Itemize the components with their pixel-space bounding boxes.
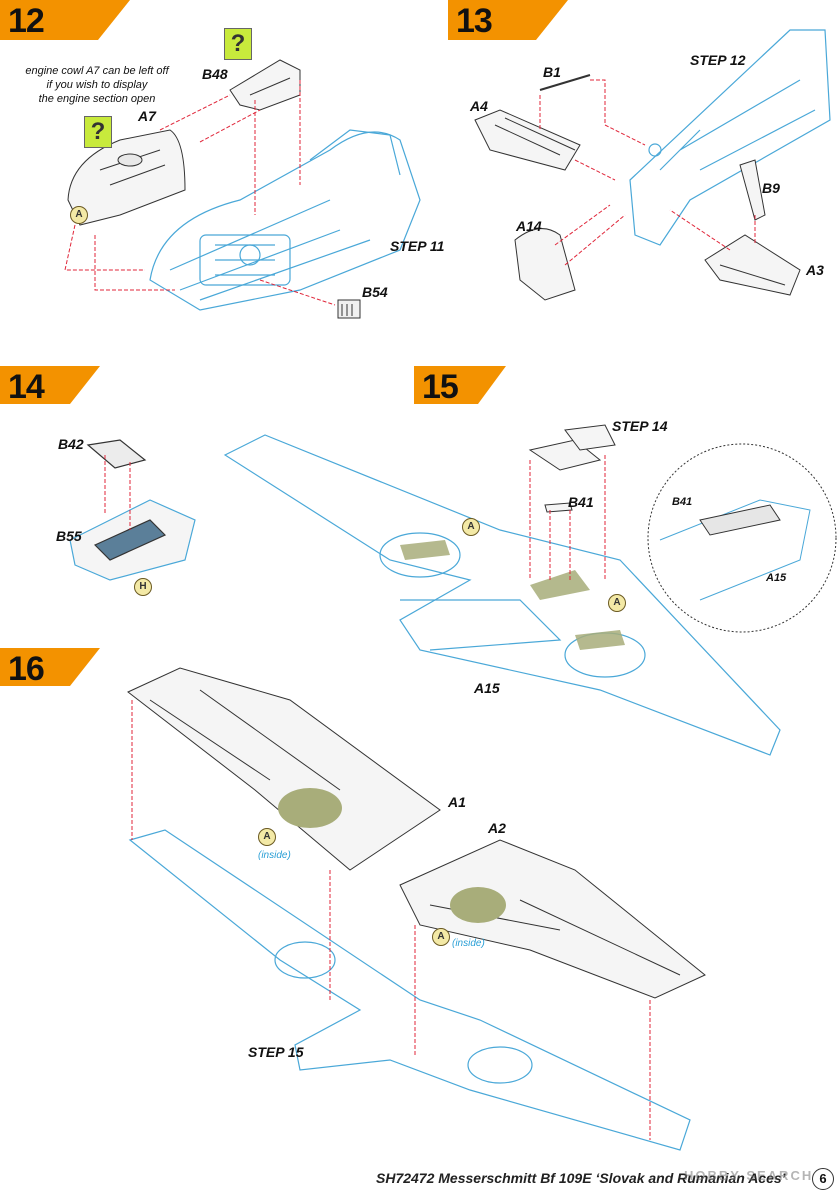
step-number: 14 bbox=[8, 368, 45, 406]
kit-title-footer: SH72472 Messerschmitt Bf 109E ‘Slovak an… bbox=[376, 1170, 786, 1186]
cowl-note: engine cowl A7 can be left off if you wi… bbox=[22, 64, 172, 106]
step-15-flag: 15 bbox=[414, 366, 506, 406]
step-16-flag-shape bbox=[0, 648, 100, 686]
part-label-a4: A4 bbox=[470, 98, 488, 114]
step15-interior-green bbox=[400, 540, 625, 650]
detail-label-a15: A15 bbox=[766, 572, 787, 584]
step16-wing-a1-drawing bbox=[127, 667, 441, 871]
step13-tail-drawing bbox=[629, 29, 831, 246]
step12-cowl-b48-drawing bbox=[229, 59, 301, 111]
part-label-b42: B42 bbox=[58, 436, 84, 452]
inside-note: (inside) bbox=[258, 850, 291, 861]
step-14-flag: 14 bbox=[0, 366, 100, 406]
cowl-note-line: the engine section open bbox=[38, 93, 156, 105]
part-label-a7: A7 bbox=[138, 108, 156, 124]
step-reference: STEP 11 bbox=[390, 238, 445, 254]
step15-inserts bbox=[528, 424, 616, 513]
step15-wing-drawing bbox=[223, 434, 781, 756]
color-callout-badge: H bbox=[134, 578, 152, 596]
step12-cowl-a7-drawing bbox=[67, 129, 186, 226]
part-label-b1: B1 bbox=[543, 64, 561, 80]
step-15-flag-shape bbox=[414, 366, 506, 404]
step-number: 15 bbox=[422, 368, 459, 406]
step-14-flag-shape bbox=[0, 366, 100, 404]
part-label-b41: B41 bbox=[568, 494, 594, 510]
step15-detail-circle bbox=[647, 443, 837, 633]
part-label-a14: A14 bbox=[516, 218, 542, 234]
step-13-flag: 13 bbox=[448, 0, 568, 40]
step16-lower-wing-drawing bbox=[128, 829, 691, 1151]
step12-part-b54-drawing bbox=[337, 299, 361, 319]
color-callout-badge: A bbox=[258, 828, 276, 846]
step14-arrows bbox=[104, 455, 131, 530]
color-callout-badge: A bbox=[432, 928, 450, 946]
cowl-note-line: engine cowl A7 can be left off bbox=[25, 65, 169, 77]
step13-arrows bbox=[539, 79, 756, 266]
step13-elevators bbox=[474, 74, 801, 301]
step16-arrows bbox=[131, 700, 651, 1140]
step-reference: STEP 15 bbox=[248, 1044, 304, 1060]
part-label-a2: A2 bbox=[488, 820, 506, 836]
part-label-a3: A3 bbox=[806, 262, 824, 278]
step-16-flag: 16 bbox=[0, 648, 100, 688]
color-callout-badge: A bbox=[608, 594, 626, 612]
page-number: 6 bbox=[812, 1168, 834, 1190]
step-reference: STEP 14 bbox=[612, 418, 668, 434]
optional-question-icon: ? bbox=[84, 116, 112, 148]
step15-arrows bbox=[529, 455, 606, 580]
part-label-a15: A15 bbox=[474, 680, 500, 696]
part-label-b48: B48 bbox=[202, 66, 228, 82]
watermark: HOBBY SEARCH bbox=[684, 1168, 814, 1183]
color-callout-badge: A bbox=[462, 518, 480, 536]
step-12-flag-shape bbox=[0, 0, 130, 40]
step15-detail-content bbox=[659, 499, 811, 601]
optional-question-icon: ? bbox=[224, 28, 252, 60]
color-callout-badge: A bbox=[70, 206, 88, 224]
part-label-b54: B54 bbox=[362, 284, 388, 300]
inside-note: (inside) bbox=[452, 938, 485, 949]
step16-wing-a2-drawing bbox=[399, 839, 706, 999]
part-label-b9: B9 bbox=[762, 180, 780, 196]
step-number: 12 bbox=[8, 2, 45, 40]
part-label-a1: A1 bbox=[448, 794, 466, 810]
detail-label-b41: B41 bbox=[672, 496, 693, 508]
step-12-flag: 12 bbox=[0, 0, 130, 40]
step12-fuselage-drawing bbox=[149, 129, 421, 311]
step-13-flag-shape bbox=[448, 0, 568, 40]
step-number: 13 bbox=[456, 2, 493, 40]
step14-parts-drawing bbox=[69, 439, 196, 581]
step-reference: STEP 12 bbox=[690, 52, 746, 68]
part-label-b55: B55 bbox=[56, 528, 82, 544]
step-number: 16 bbox=[8, 650, 45, 688]
cowl-note-line: if you wish to display bbox=[46, 79, 148, 91]
step12-arrows bbox=[64, 80, 336, 306]
